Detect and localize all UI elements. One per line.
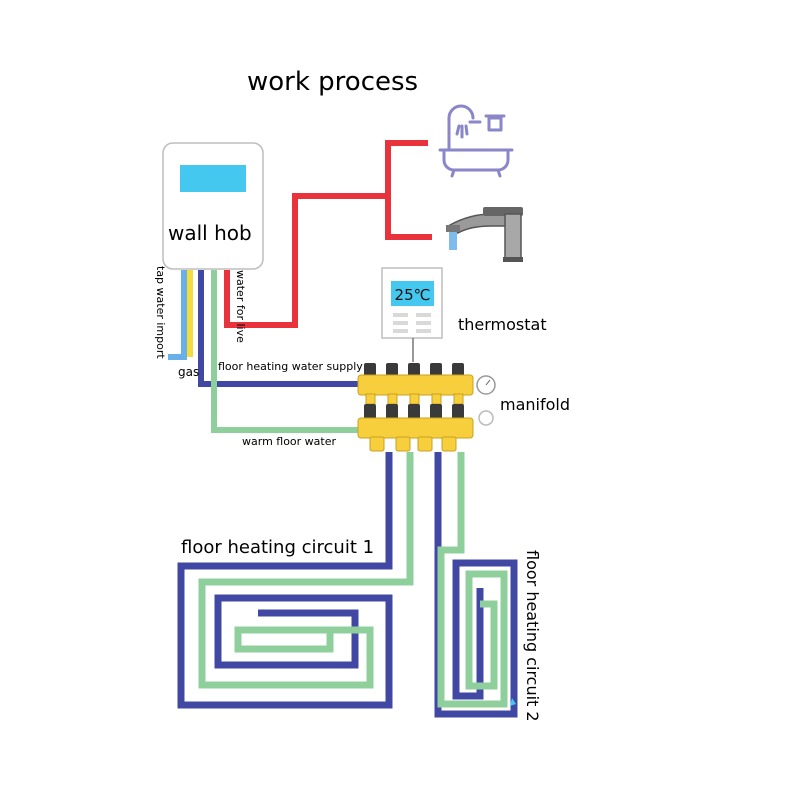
circuit-2-label: floor heating circuit 2 — [523, 550, 542, 722]
tap-water-import-label: tap water import — [154, 266, 167, 359]
circuit-2-supply-loop — [434, 452, 518, 718]
wall-hob: wall hob — [162, 142, 264, 270]
water-stream — [449, 232, 457, 250]
manifold-label: manifold — [500, 395, 570, 414]
circuit-1-label: floor heating circuit 1 — [181, 537, 374, 558]
thermostat: 25℃ — [381, 267, 443, 362]
manifold-return-bar — [357, 417, 474, 439]
hot-water-branch — [385, 140, 432, 240]
bathtub-icon — [438, 104, 514, 178]
floor-heating-supply-pipe — [198, 270, 365, 387]
tap-water-pipe — [168, 270, 187, 360]
floor-heating-water-supply-label: floor heating water supply — [218, 360, 363, 373]
wall-hob-label: wall hob — [168, 221, 252, 245]
manifold — [357, 363, 496, 452]
thermostat-label: thermostat — [458, 315, 547, 334]
circuit-2-return-loop — [437, 452, 508, 708]
thermostat-screen — [391, 281, 434, 306]
warm-floor-water-label: warm floor water — [242, 435, 337, 448]
circuit-1-return-loop — [198, 452, 414, 689]
warm-floor-water-pipe — [211, 270, 365, 433]
circuit-2-arrow-icon — [510, 698, 516, 706]
faucet-icon — [446, 207, 523, 262]
water-for-live-label: water for live — [234, 270, 247, 343]
temperature-gauge-icon — [478, 410, 494, 426]
manifold-supply-bar — [357, 374, 474, 396]
diagram-title: work process — [247, 67, 418, 97]
gas-label: gas — [178, 365, 199, 379]
circuit-1-supply-loop — [177, 452, 393, 709]
hot-water-pipe — [224, 193, 386, 328]
thermostat-temperature: 25℃ — [395, 286, 431, 304]
wall-hob-screen — [180, 165, 246, 192]
